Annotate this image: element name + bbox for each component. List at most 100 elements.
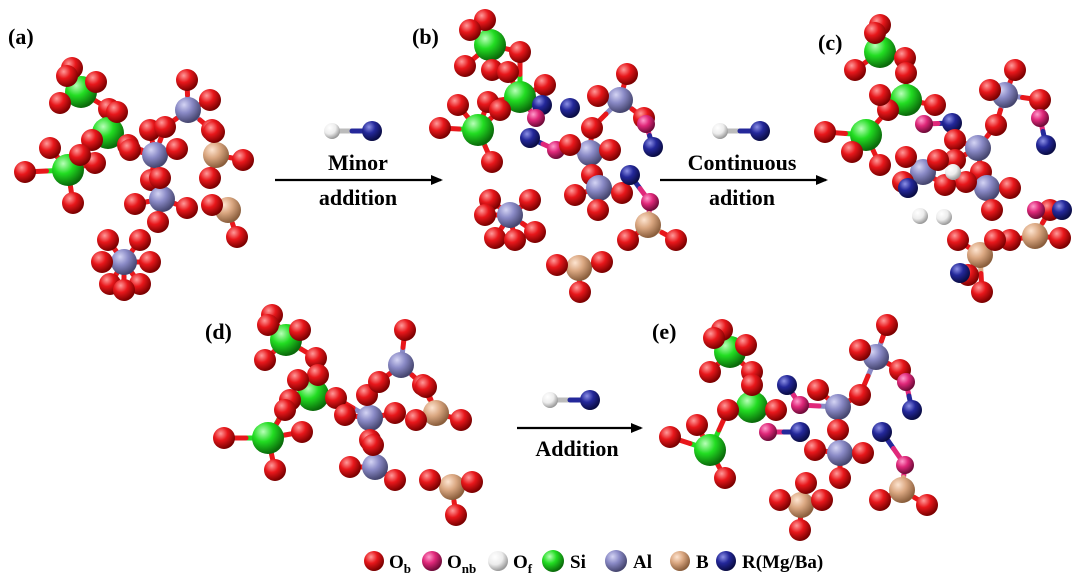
legend-label-onb: O	[447, 552, 462, 573]
panel-d-atom-oxygen-bridging-9	[307, 364, 329, 386]
panel-a-atom-aluminium-38	[111, 249, 137, 275]
panel-b-atom-silicon-6	[504, 81, 536, 113]
panel-b-atom-aluminium-31	[586, 175, 612, 201]
panel-c-atom-modifier-cation-26	[1036, 135, 1056, 155]
panel-label-d: (d)	[205, 319, 232, 344]
step-label-continuous: Continuous	[688, 150, 797, 175]
panel-c-atom-oxygen-bridging-11	[814, 121, 836, 143]
panel-b-atom-oxygen-bridging-26	[616, 63, 638, 85]
panel-d-atom-boron-25	[423, 400, 449, 426]
legend-swatch-si	[542, 550, 564, 572]
panel-e-atom-silicon-6	[736, 391, 768, 423]
panel-c-atom-modifier-cation-51	[950, 263, 970, 283]
panel-e-atom-oxygen-bridging-2	[703, 327, 725, 349]
panel-a-atom-oxygen-bridging-37	[226, 226, 248, 248]
panel-b-atom-oxygen-bridging-44	[524, 221, 546, 243]
panel-a-atom-oxygen-bridging-33	[149, 167, 171, 189]
panel-a-atom-oxygen-bridging-18	[166, 138, 188, 160]
panel-a-atom-boron-26	[203, 142, 229, 168]
panel-b-atom-oxygen-bridging-9	[534, 74, 556, 96]
panel-c-atom-oxygen-bridging-42	[1049, 227, 1071, 249]
panel-e-atom-oxygen-bridging-39	[789, 519, 811, 541]
panel-c-atom-oxygen-nonbridging-25	[1031, 109, 1049, 127]
panel-b-atom-oxygen-bridging-2	[459, 19, 481, 41]
panel-e-atom-oxygen-bridging-11	[659, 426, 681, 448]
panel-b-atom-oxygen-bridging-5	[509, 41, 531, 63]
panel-c-atom-oxygen-bridging-33	[927, 149, 949, 171]
panel-b-atom-oxygen-bridging-4	[454, 55, 476, 77]
panel-d-atom-oxygen-bridging-31	[384, 469, 406, 491]
panel-c-atom-oxygen-free-37	[945, 164, 961, 180]
panel-d-atom-oxygen-bridging-8	[325, 387, 347, 409]
reactant-2-oxygen-free	[542, 392, 558, 408]
legend-label-si: Si	[570, 552, 586, 573]
panel-b-atom-oxygen-nonbridging-16	[527, 109, 545, 127]
panel-d-atom-oxygen-bridging-13	[291, 421, 313, 443]
panel-b-atom-oxygen-bridging-42	[519, 189, 541, 211]
panel-a-atom-oxygen-bridging-40	[129, 229, 151, 251]
panel-e-atom-silicon-10	[694, 434, 726, 466]
panel-e-atom-oxygen-bridging-12	[714, 467, 736, 489]
panel-d-atom-oxygen-bridging-15	[264, 459, 286, 481]
panel-c-atom-oxygen-free-38	[936, 209, 952, 225]
panel-a-atom-oxygen-bridging-31	[124, 193, 146, 215]
panel-label-c: (c)	[818, 30, 842, 55]
panel-e-atom-oxygen-bridging-41	[795, 472, 817, 494]
legend-sub-ob: b	[404, 561, 411, 576]
reactant-1-oxygen-free	[712, 123, 728, 139]
panel-e-atom-modifier-cation-27	[902, 400, 922, 420]
panel-b-atom-aluminium-40	[497, 202, 523, 228]
panel-a-atom-oxygen-bridging-32	[176, 197, 198, 219]
panel-a-atom-oxygen-bridging-9	[106, 101, 128, 123]
panel-label-a: (a)	[8, 24, 34, 49]
panel-d-atom-oxygen-bridging-27	[450, 409, 472, 431]
panel-c-atom-boron-40	[1022, 223, 1048, 249]
panel-a-atom-oxygen-bridging-36	[201, 194, 223, 216]
legend-item-onb: Onb	[422, 551, 476, 576]
panel-b-atom-modifier-cation-35	[620, 165, 640, 185]
panel-d-atom-aluminium-16	[357, 405, 383, 431]
panel-b-atom-oxygen-bridging-32	[564, 184, 586, 206]
panel-b-atom-oxygen-bridging-21	[559, 134, 581, 156]
panel-d-atom-oxygen-bridging-10	[287, 369, 309, 391]
panel-b-atom-oxygen-bridging-50	[591, 251, 613, 273]
panel-c-atom-oxygen-bridging-4	[864, 22, 886, 44]
panel-e-atom-oxygen-bridging-30	[852, 442, 874, 464]
panel-d-atom-oxygen-bridging-12	[213, 427, 235, 449]
panel-c-atom-aluminium-27	[974, 175, 1000, 201]
panel-e-atom-oxygen-bridging-36	[916, 494, 938, 516]
panel-c-atom-boron-46	[967, 242, 993, 268]
panel-c-atom-oxygen-bridging-24	[1029, 89, 1051, 111]
legend-item-al: Al	[605, 550, 652, 573]
panel-b-atom-oxygen-bridging-49	[569, 281, 591, 303]
panel-a-atom-oxygen-bridging-42	[139, 251, 161, 273]
svg-text:Onb: Onb	[447, 552, 476, 576]
panel-c-atom-oxygen-bridging-9	[869, 84, 891, 106]
panel-b-atom-oxygen-nonbridging-36	[641, 193, 659, 211]
panel-a-atom-oxygen-bridging-28	[199, 167, 221, 189]
legend-swatch-ob	[364, 551, 384, 571]
panel-b-atom-oxygen-bridging-45	[484, 227, 506, 249]
panel-c-atom-modifier-cation-45	[1052, 200, 1072, 220]
legend-label-al: Al	[633, 552, 652, 573]
panel-b-atom-aluminium-25	[607, 87, 633, 113]
panel-b-atom-oxygen-nonbridging-29	[637, 115, 655, 133]
panel-c-atom-oxygen-bridging-28	[955, 171, 977, 193]
panel-b-atom-oxygen-bridging-11	[429, 117, 451, 139]
reactant-0-oxygen-free	[324, 123, 340, 139]
panel-e-atom-oxygen-nonbridging-26	[897, 373, 915, 391]
legend-item-b: B	[670, 551, 709, 573]
panel-c-atom-oxygen-bridging-8	[924, 94, 946, 116]
panel-a-atom-oxygen-bridging-17	[119, 139, 141, 161]
panel-c-atom-silicon-0	[864, 36, 896, 68]
panel-d-atom-oxygen-bridging-30	[339, 456, 361, 478]
panel-e-atom-modifier-cation-32	[872, 422, 892, 442]
panel-c-atom-oxygen-bridging-12	[869, 154, 891, 176]
panel-a-atom-aluminium-16	[142, 142, 168, 168]
panel-d-atom-boron-33	[439, 474, 465, 500]
panel-d-atom-oxygen-bridging-2	[257, 314, 279, 336]
panel-c-atom-oxygen-bridging-18	[985, 114, 1007, 136]
panel-e-atom-oxygen-nonbridging-15	[791, 396, 809, 414]
panel-a-atom-oxygen-bridging-2	[56, 65, 78, 87]
panel-b-atom-aluminium-20	[577, 140, 603, 166]
